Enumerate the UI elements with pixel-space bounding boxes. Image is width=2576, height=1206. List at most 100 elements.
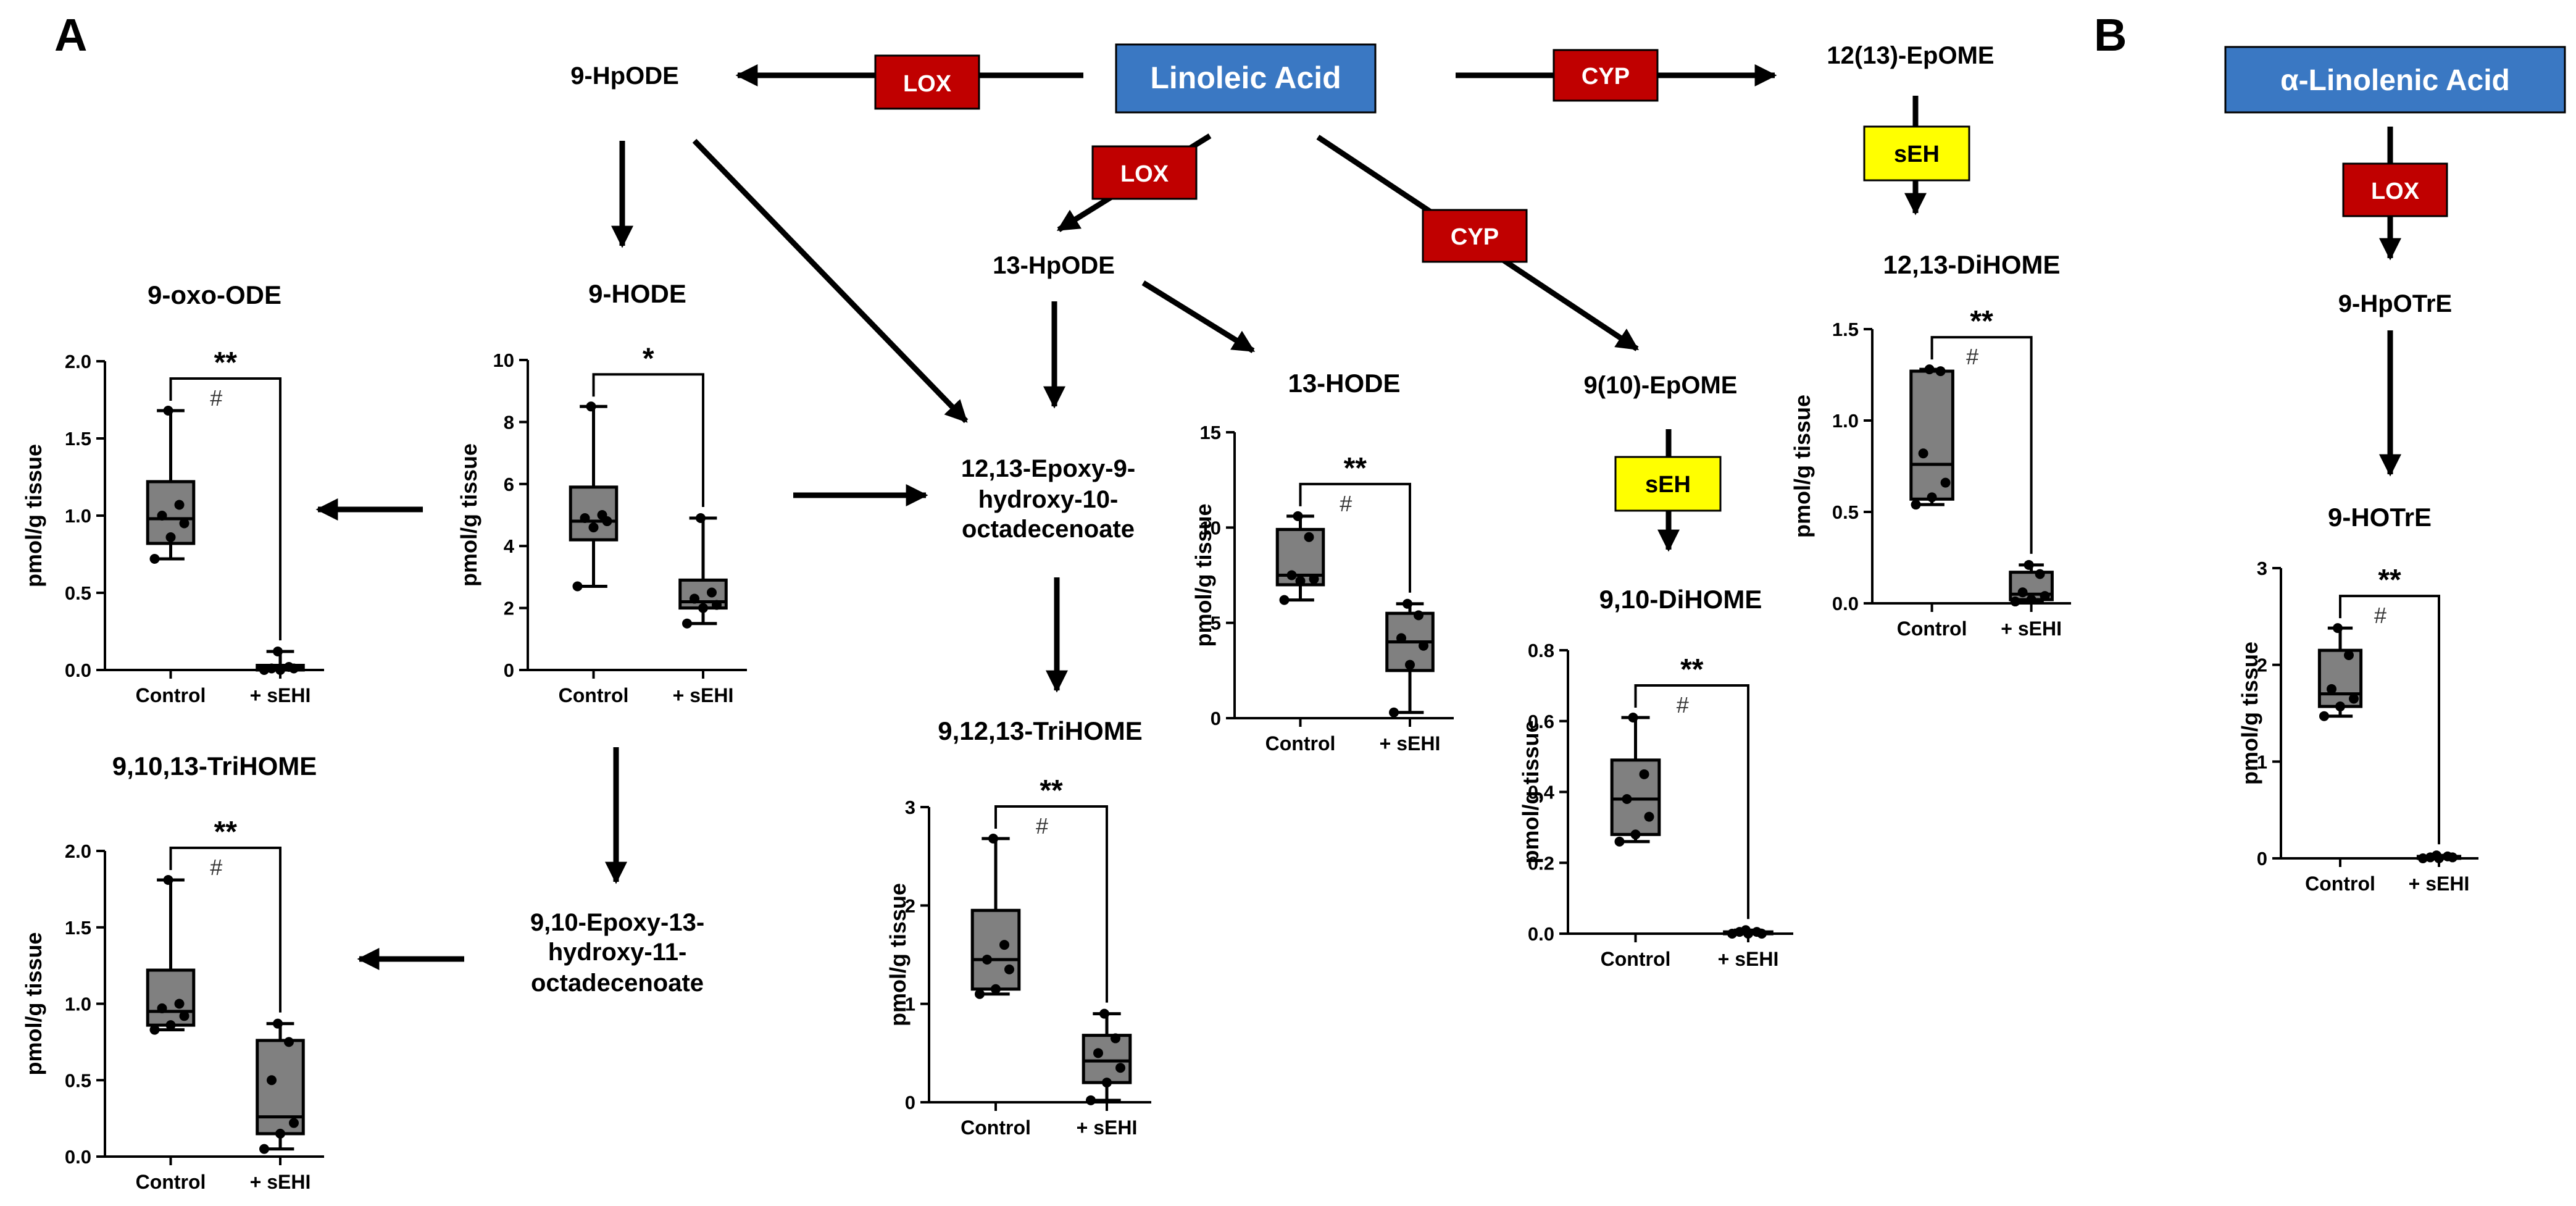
y-tick-label: 0.0 (65, 1146, 91, 1168)
chart-title: 9,10,13-TriHOME (112, 752, 317, 781)
data-point (975, 989, 985, 999)
box-control (146, 406, 196, 564)
data-point (1279, 595, 1290, 605)
node-9-hpotre: 9-HpOTrE (2338, 290, 2452, 317)
y-tick-label: 2.0 (65, 840, 91, 862)
y-axis-label: pmol/g tissue (1518, 720, 1543, 863)
data-point (1309, 574, 1319, 584)
box-control (1909, 364, 1954, 510)
data-point (174, 999, 185, 1009)
y-tick-label: 8 (504, 411, 514, 433)
y-tick-label: 1 (2257, 751, 2267, 773)
significance-bracket (1930, 336, 2033, 554)
significance-marker: ** (1040, 774, 1063, 807)
hash-marker: # (1677, 692, 1689, 718)
data-point (179, 1011, 190, 1021)
hash-marker: # (210, 855, 222, 880)
data-point (712, 600, 722, 610)
data-point (275, 665, 285, 675)
data-point (179, 518, 190, 529)
seh-box (1614, 456, 1722, 512)
significance-bracket (169, 377, 281, 640)
node-12-13-epoxy: 12,13-Epoxy-9- hydroxy-10- octadecenoate (961, 455, 1135, 543)
data-point (273, 647, 283, 656)
data-point (2026, 595, 2036, 605)
data-point (2319, 711, 2329, 721)
y-tick-label: 6 (504, 474, 514, 495)
data-point (2040, 591, 2050, 601)
box-control (569, 401, 619, 592)
y-tick-label: 2 (504, 598, 514, 619)
y-axis-label: pmol/g tissue (885, 883, 911, 1026)
iqr-box (970, 908, 1021, 991)
enzyme-cyp-2: CYP (1422, 209, 1528, 263)
y-tick-label: 0.8 (1528, 640, 1554, 661)
seh-label: sEH (1645, 472, 1691, 498)
chart-title: 13-HODE (1288, 369, 1400, 398)
box-sehi (1082, 1008, 1132, 1105)
y-axis-label: pmol/g tissue (21, 932, 46, 1075)
data-point (1396, 633, 1406, 643)
iqr-box (1610, 758, 1661, 836)
chart-title: 12,13-DiHOME (1883, 250, 2060, 279)
y-tick-label: 5 (1211, 613, 1221, 634)
cyp-label: CYP (1582, 64, 1630, 90)
significance-bracket (1634, 684, 1749, 919)
data-point (163, 875, 173, 886)
significance-marker: ** (1970, 305, 1993, 338)
node-9-10-epoxy-line1: 9,10-Epoxy-13- (530, 909, 704, 936)
y-tick-label: 0.0 (1832, 593, 1859, 614)
data-point (1293, 511, 1303, 521)
box-control (1610, 713, 1661, 847)
linoleic-acid-label: Linoleic Acid (1150, 61, 1341, 95)
data-point (2335, 701, 2345, 712)
chart-title: 9,12,13-TriHOME (938, 716, 1142, 745)
data-point (149, 1024, 160, 1035)
data-point (1099, 1008, 1109, 1019)
node-13-hpode: 13-HpODE (993, 252, 1115, 279)
chart-title: 9,10-DiHOME (1599, 585, 1762, 614)
data-point (1086, 1095, 1096, 1105)
x-tick-label: + sEHI (1380, 732, 1441, 755)
data-point (988, 833, 998, 844)
data-point (2010, 597, 2020, 607)
box-sehi (2416, 850, 2462, 863)
y-axis-label: pmol/g tissue (21, 444, 46, 587)
data-point (149, 554, 160, 564)
data-point (2327, 684, 2336, 694)
y-tick-label: 1.0 (65, 994, 91, 1015)
y-tick-label: 0.5 (1832, 501, 1859, 523)
x-tick-label: Control (559, 684, 629, 706)
data-point (275, 1128, 285, 1139)
arrow-13hpode-to-13hode (1141, 280, 1256, 353)
enzyme-seh-1: sEH (1863, 125, 1970, 182)
data-point (1419, 640, 1428, 651)
y-tick-label: 1.5 (65, 917, 91, 939)
node-9-10-epoxy-line3: octadecenoate (531, 969, 704, 997)
linoleic-acid-node: Linoleic Acid (1115, 43, 1377, 114)
x-tick-label: Control (961, 1116, 1031, 1139)
data-point (1727, 929, 1737, 939)
node-9-hpode: 9-HpODE (570, 62, 679, 90)
node-9-10-epome: 9(10)-EpOME (1584, 372, 1738, 399)
y-tick-label: 0 (1211, 708, 1221, 729)
y-tick-label: 1.0 (65, 505, 91, 527)
lox-box (1091, 145, 1198, 200)
lox-label: LOX (1120, 161, 1169, 187)
y-tick-label: 2 (2257, 655, 2267, 676)
significance-marker: ** (1344, 452, 1367, 485)
data-point (1304, 532, 1314, 542)
y-axis-label: pmol/g tissue (1191, 503, 1216, 647)
y-tick-label: 4 (504, 535, 515, 557)
box-sehi (2009, 559, 2054, 607)
box-sehi (256, 647, 305, 675)
box-control (1275, 511, 1325, 605)
x-tick-label: Control (1601, 948, 1671, 970)
lox-label: LOX (2371, 178, 2420, 204)
